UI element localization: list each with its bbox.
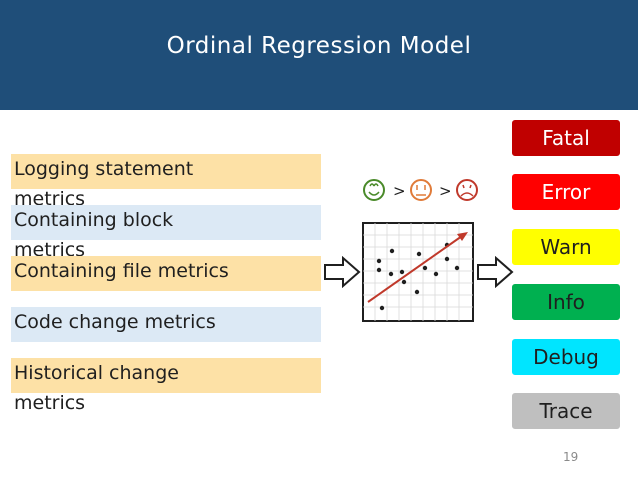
greater-than-symbol: > xyxy=(439,182,452,200)
regression-plot-icon xyxy=(362,222,474,322)
metric-label: Code change metrics xyxy=(14,311,216,333)
slide-title: Ordinal Regression Model xyxy=(166,33,472,59)
metric-label: Containing block metrics xyxy=(14,209,174,261)
log-level-warn: Warn xyxy=(510,227,622,267)
log-level-trace: Trace xyxy=(510,391,622,431)
satisfaction-faces: > > xyxy=(363,179,478,201)
greater-than-symbol: > xyxy=(393,182,406,200)
sad-face-icon xyxy=(456,179,478,201)
right-arrow-icon xyxy=(324,256,361,288)
happy-face-icon xyxy=(363,179,385,201)
metric-logging-statement: Logging statement metrics xyxy=(11,154,321,210)
metric-label: Logging statement metrics xyxy=(14,158,194,210)
right-arrow-icon xyxy=(477,256,514,288)
metric-containing-file: Containing file metrics xyxy=(11,256,321,291)
log-level-fatal: Fatal xyxy=(510,118,622,158)
neutral-face-icon xyxy=(410,179,432,201)
log-level-info: Info xyxy=(510,282,622,322)
log-level-debug: Debug xyxy=(510,337,622,377)
metric-code-change: Code change metrics xyxy=(11,307,321,342)
slide-header xyxy=(0,0,638,110)
metric-label: Containing file metrics xyxy=(14,260,229,282)
page-number: 19 xyxy=(563,450,579,464)
log-level-error: Error xyxy=(510,172,622,212)
metric-historical-change: Historical change metrics xyxy=(11,358,321,414)
metric-containing-block: Containing block metrics xyxy=(11,205,321,261)
metric-label: Historical change metrics xyxy=(14,362,179,414)
